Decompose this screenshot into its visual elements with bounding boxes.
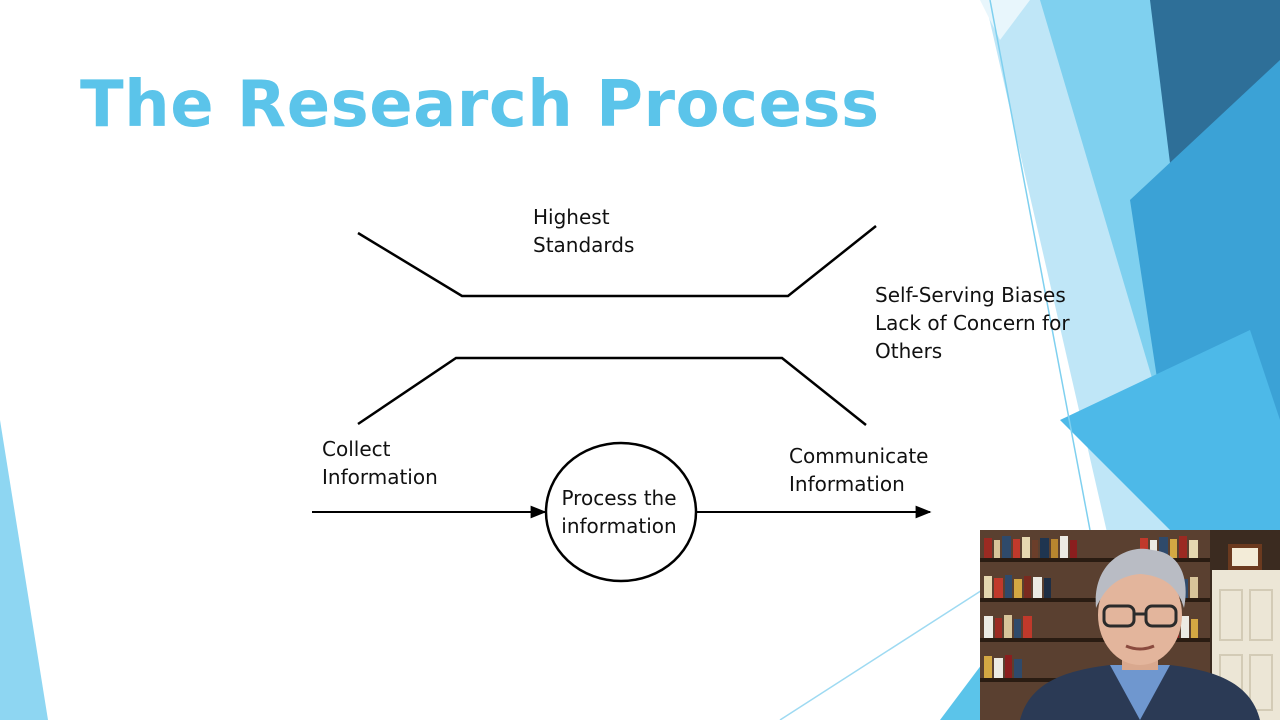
glasses-left — [1102, 604, 1136, 628]
side-label: Self-Serving Biases Lack of Concern for … — [875, 283, 1070, 363]
presenter-shirt — [1110, 665, 1170, 720]
deco-band-left — [0, 420, 48, 720]
left-label: Collect Information — [322, 437, 438, 489]
deco-band-bright-right — [1060, 330, 1280, 530]
slide-title: The Research Process — [80, 68, 880, 142]
right-label: Communicate Information — [789, 444, 929, 496]
lower-channel-line — [357, 356, 867, 426]
presenter-hair — [1095, 548, 1186, 608]
glasses-right — [1144, 604, 1178, 628]
center-label: Process the information — [561, 486, 677, 538]
deco-thin-line-right — [989, 0, 1091, 531]
deco-thin-line-lower — [779, 584, 991, 720]
process-circle — [544, 441, 698, 583]
upper-channel-line — [357, 225, 877, 298]
upper-label: Highest Standards — [533, 205, 635, 257]
presenter-video-icon — [980, 530, 1280, 720]
presenter-webcam — [980, 530, 1280, 720]
presenter-mouth — [1125, 644, 1155, 651]
